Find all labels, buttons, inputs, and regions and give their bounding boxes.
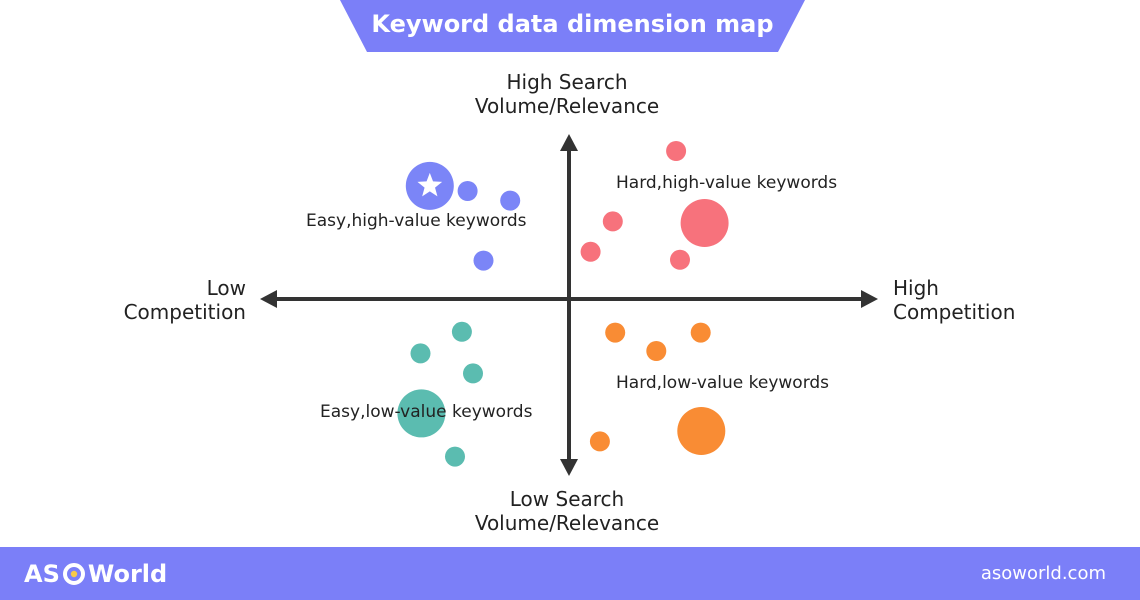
page-title: Keyword data dimension map — [371, 10, 774, 38]
logo-text-left: AS — [24, 559, 60, 588]
quadrant-label-bottom-left: Easy,low-value keywords — [320, 402, 533, 422]
quadrant-label-bottom-right: Hard,low-value keywords — [616, 373, 830, 393]
title-banner-shape — [340, 0, 805, 52]
arrow-left-icon — [260, 290, 277, 308]
quadrant-label-top-right: Hard,high-value keywords — [616, 173, 838, 193]
axis-label-top-line2: Volume/Relevance — [474, 94, 660, 118]
keyword-point-top-right — [666, 141, 687, 161]
axis-label-bottom: Low Search Volume/Relevance — [440, 487, 694, 535]
star-icon — [417, 172, 443, 197]
keyword-point-top-right — [602, 211, 623, 232]
arrow-right-icon — [861, 290, 878, 308]
logo-text-right: World — [87, 559, 168, 588]
keyword-point-bottom-left — [410, 343, 431, 364]
arrow-up-icon — [560, 134, 578, 151]
axis-label-right: High Competition — [893, 276, 1093, 324]
footer-bar: AS World asoworld.com — [0, 547, 1140, 600]
keyword-point-top-right — [580, 241, 601, 262]
axis-label-left-line1: Low — [206, 276, 246, 300]
quadrant-label-top-left: Easy,high-value keywords — [306, 211, 527, 231]
title-banner: Keyword data dimension map — [340, 0, 805, 52]
keyword-point-bottom-left — [451, 321, 472, 342]
axis-label-bottom-line2: Volume/Relevance — [474, 511, 660, 535]
axes — [260, 134, 878, 476]
axis-label-top: High Search Volume/Relevance — [440, 70, 694, 118]
logo-o-icon — [62, 562, 85, 585]
keyword-point-bottom-right — [646, 341, 667, 361]
aso-world-logo[interactable]: AS World — [24, 547, 167, 600]
keyword-point-bottom-left — [445, 446, 465, 467]
axis-label-right-line1: High — [893, 276, 939, 300]
arrow-down-icon — [560, 459, 578, 476]
dimension-map — [260, 134, 878, 476]
axis-label-bottom-line1: Low Search — [509, 487, 625, 511]
keyword-point-bottom-right — [589, 431, 610, 452]
keyword-point-bottom-left — [397, 389, 446, 438]
keyword-point-bottom-left — [463, 363, 483, 384]
axis-label-top-line1: High Search — [506, 70, 628, 94]
axis-label-right-line2: Competition — [893, 300, 1016, 324]
keyword-point-bottom-right — [690, 322, 711, 343]
keyword-points — [397, 141, 729, 467]
keyword-point-top-left — [457, 181, 478, 201]
axis-label-left: Low Competition — [100, 276, 246, 324]
site-link[interactable]: asoworld.com — [980, 563, 1106, 584]
keyword-point-bottom-right — [677, 407, 726, 455]
keyword-point-top-left — [500, 190, 521, 211]
keyword-point-top-left — [473, 250, 494, 271]
keyword-point-top-right — [680, 199, 729, 247]
keyword-point-bottom-right — [605, 322, 626, 343]
keyword-point-top-right — [670, 249, 690, 270]
axis-label-left-line2: Competition — [123, 300, 246, 324]
